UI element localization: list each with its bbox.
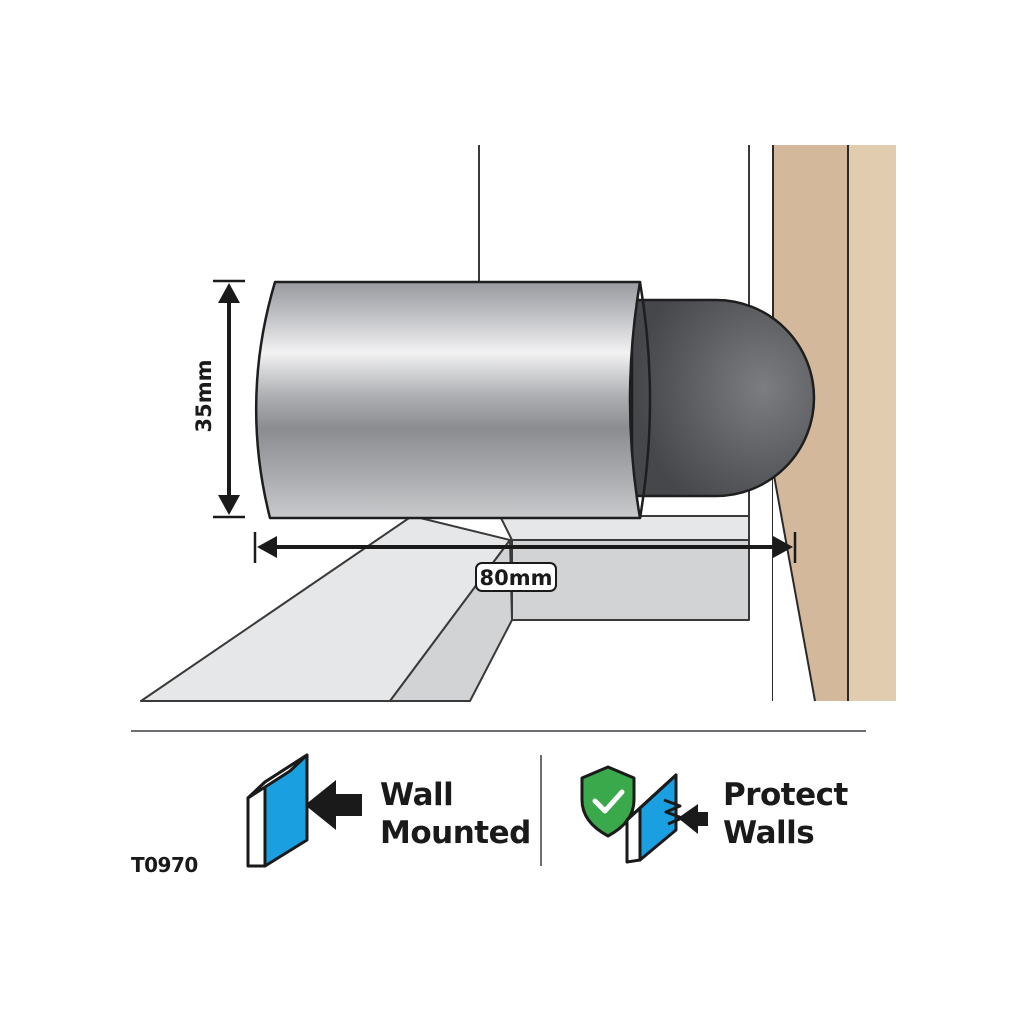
height-dimension-label: 35mm — [192, 360, 216, 433]
rubber-tip — [630, 298, 816, 498]
feature-wall-mounted-line1: Wall — [380, 777, 454, 813]
feature-protect-walls: Protect Walls — [723, 776, 848, 852]
feature-wall-mounted-line2: Mounted — [380, 815, 531, 851]
length-dimension: 80mm — [253, 532, 797, 592]
barrel-end-edge — [638, 281, 652, 519]
shield-check-icon — [580, 765, 636, 838]
height-dimension: 35mm — [186, 279, 245, 519]
feature-protect-walls-line1: Protect — [723, 777, 848, 813]
product-code: T0970 — [131, 853, 198, 877]
protect-walls-icon — [580, 765, 708, 864]
steel-barrel — [254, 280, 642, 520]
feature-protect-walls-line2: Walls — [723, 815, 815, 851]
feature-wall-mounted: Wall Mounted — [380, 776, 531, 852]
wall-mount-icon — [246, 753, 362, 868]
length-dimension-label: 80mm — [480, 566, 553, 590]
skirting-board — [140, 515, 750, 702]
